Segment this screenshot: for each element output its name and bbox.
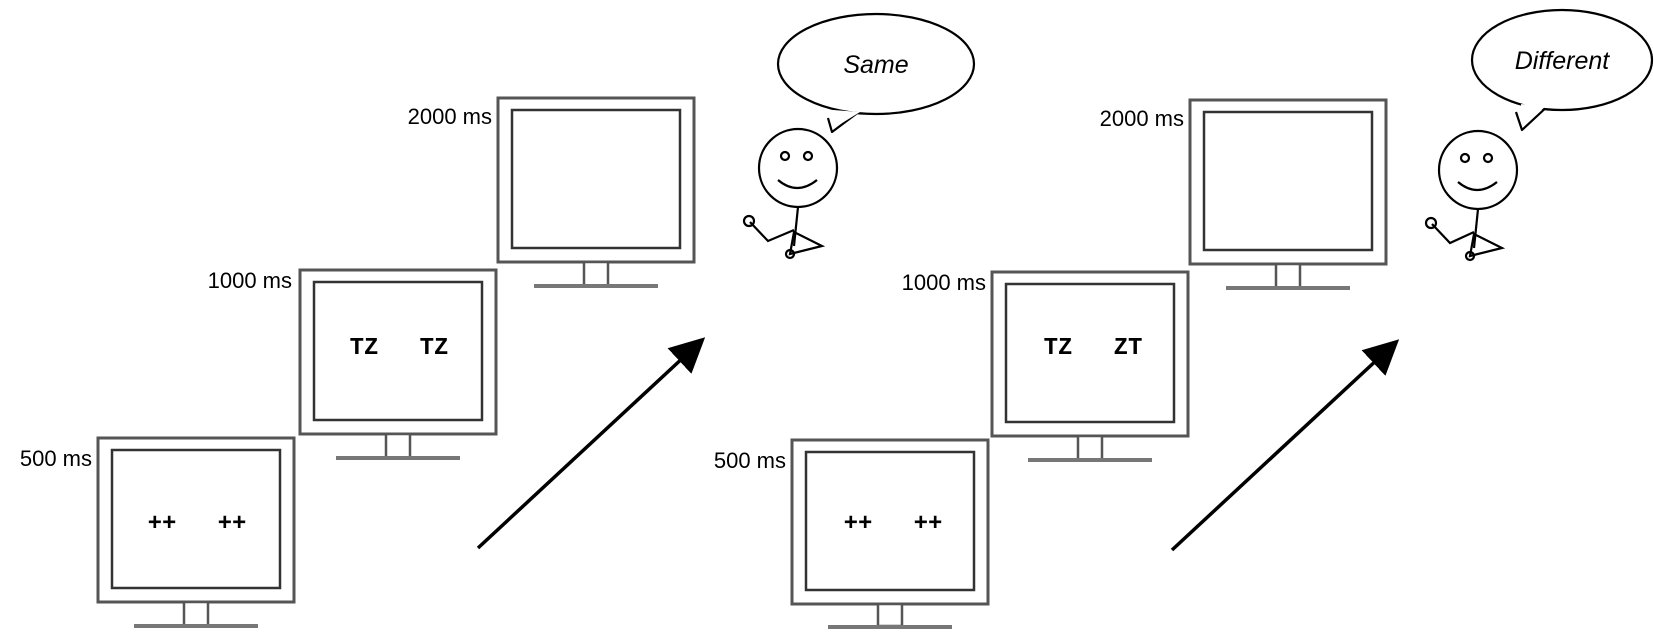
time-label: 2000 ms	[1100, 106, 1184, 131]
stimulus-right: TZ	[420, 335, 449, 362]
stimulus-left: ++	[844, 511, 873, 538]
participant-figure	[1424, 129, 1519, 262]
time-label: 1000 ms	[902, 270, 986, 295]
speech-bubble: Different	[1470, 8, 1654, 132]
time-label: 1000 ms	[208, 268, 292, 293]
stimulus-left: TZ	[1044, 335, 1073, 362]
response-label: Same	[843, 51, 908, 79]
stimulus-right: ++	[218, 511, 247, 538]
monitor-2000ms: 2000 ms	[408, 96, 696, 288]
monitor-2000ms: 2000 ms	[1100, 98, 1388, 290]
monitor-1000ms: 1000 ms TZ TZ	[208, 268, 498, 460]
monitor-1000ms: 1000 ms TZ ZT	[902, 270, 1190, 462]
monitor-500ms: 500 ms ++ ++	[20, 436, 296, 628]
stimulus-right: ZT	[1114, 335, 1143, 362]
participant-figure	[742, 127, 839, 260]
time-label: 500 ms	[714, 448, 786, 473]
monitor-500ms: 500 ms ++ ++	[714, 438, 990, 629]
time-label: 500 ms	[20, 446, 92, 471]
stimulus-left: TZ	[350, 335, 379, 362]
time-arrow	[1170, 339, 1400, 552]
stimulus-left: ++	[148, 511, 177, 538]
panel-same: 500 ms ++ ++ 1000 ms TZ TZ 2000 ms	[20, 12, 976, 628]
time-label: 2000 ms	[408, 104, 492, 129]
speech-bubble: Same	[776, 12, 976, 134]
time-arrow	[476, 337, 706, 550]
response-label: Different	[1515, 47, 1611, 75]
stimulus-right: ++	[914, 511, 943, 538]
panel-different: 500 ms ++ ++ 1000 ms TZ ZT 2000 ms	[714, 8, 1654, 629]
